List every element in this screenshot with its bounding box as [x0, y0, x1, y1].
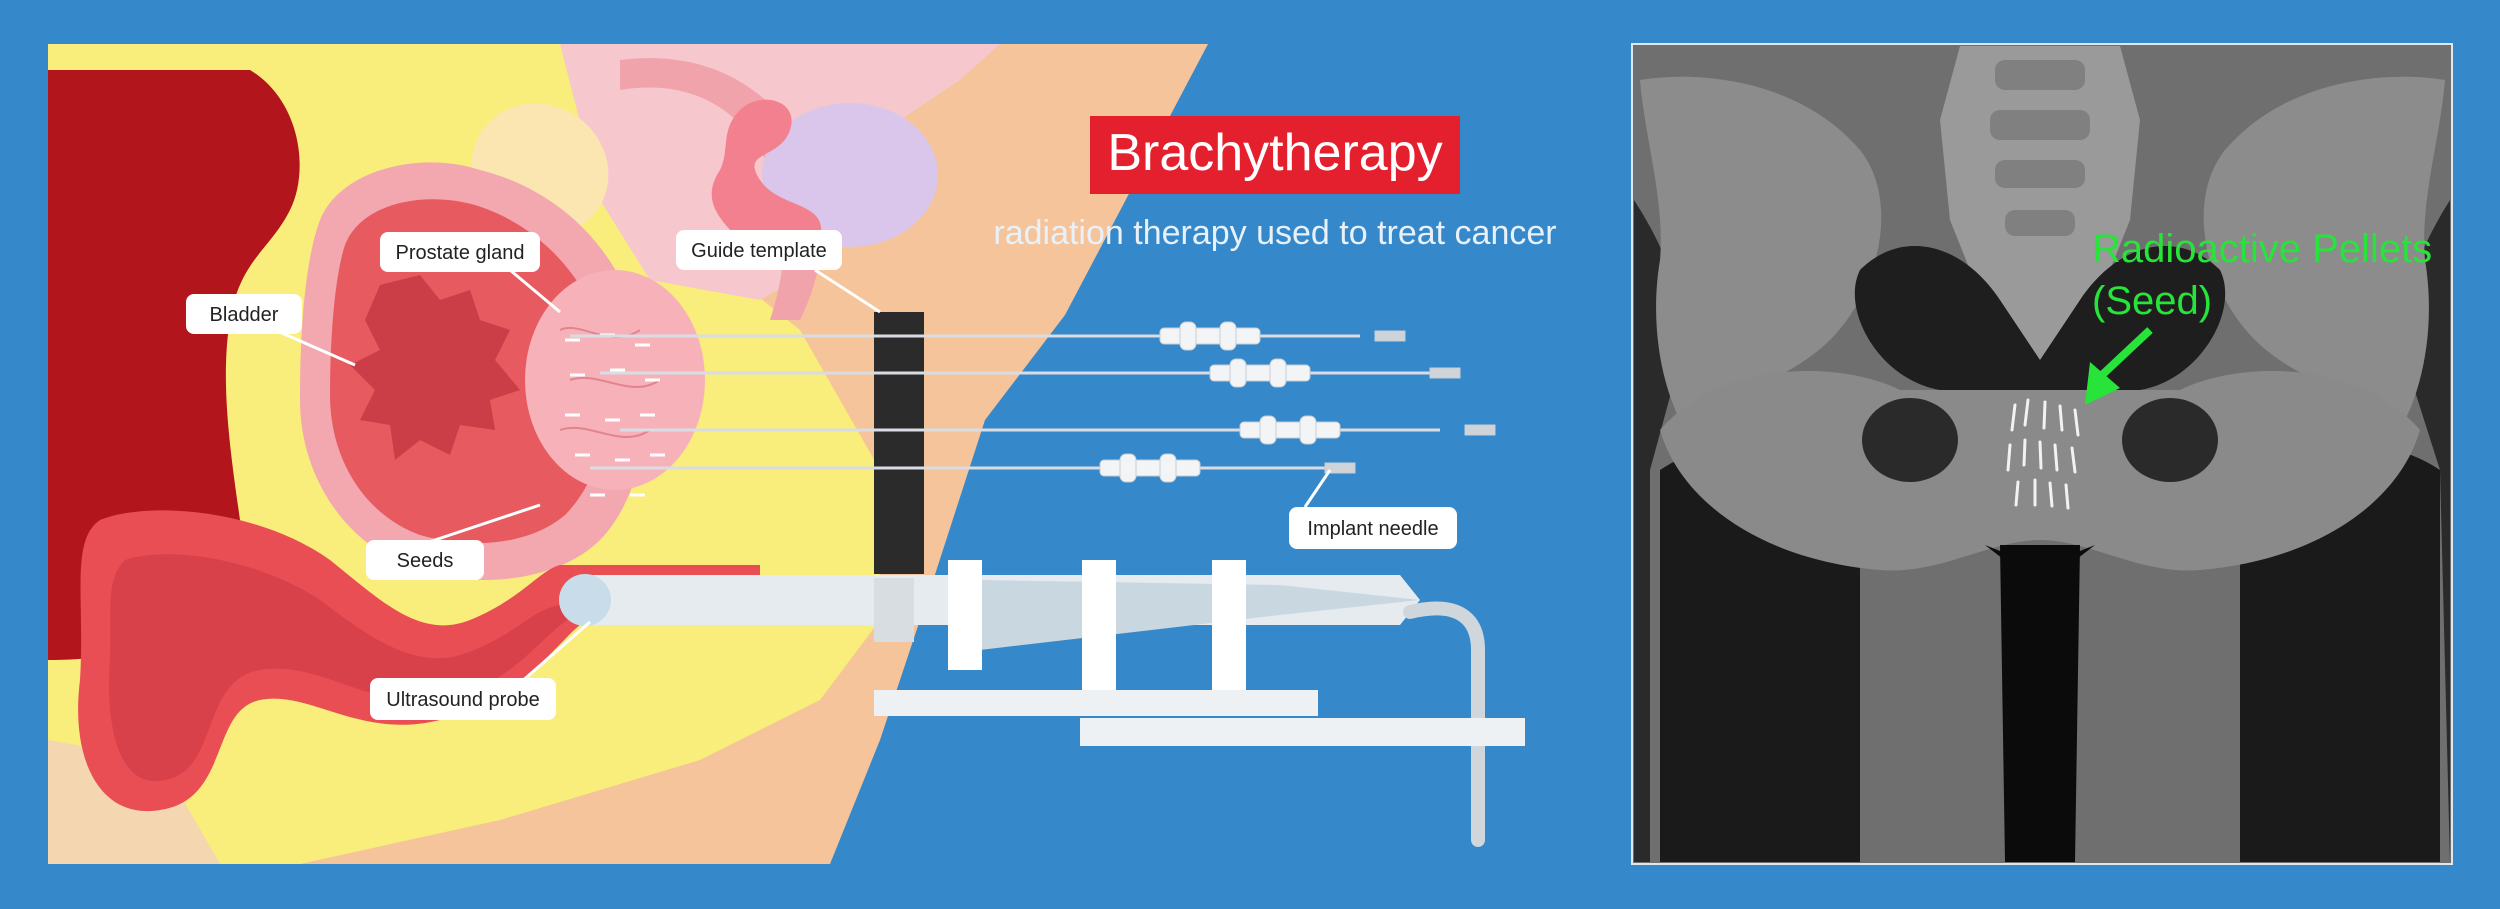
ultrasound-probe [559, 560, 1525, 847]
label-ultrasound-text: Ultrasound probe [386, 689, 539, 711]
anatomy-panel: Prostate gland Guide template Bladder Se… [48, 44, 1557, 864]
label-seeds-text: Seeds [397, 550, 454, 572]
xray-annotation-line2: (Seed) [2092, 279, 2212, 323]
xray-left-obturator [1862, 398, 1958, 482]
label-needle: Implant needle [1289, 507, 1457, 549]
rectum-wall-dark [48, 70, 300, 660]
xray-perineum [2000, 545, 2080, 862]
xray-pubic-notch [1985, 545, 2095, 572]
label-bladder: Bladder [186, 294, 302, 334]
xray-pelvic-inlet [1854, 246, 2226, 390]
xray-annotation-line1: Radioactive Pellets [2092, 227, 2432, 271]
intestine-coil [711, 99, 822, 259]
subtitle: radiation therapy used to treat cancer [993, 214, 1556, 252]
needle-hubs [1099, 321, 1496, 483]
xray-right-obturator [2122, 398, 2218, 482]
xray-left-ilium [1640, 76, 1882, 420]
guide-template [874, 312, 924, 574]
label-seeds: Seeds [366, 540, 484, 580]
bladder-tissue [350, 275, 520, 460]
xray-vertebrae [1990, 60, 2090, 236]
xray-pelvic-ring [1660, 370, 2420, 571]
label-prostate-text: Prostate gland [396, 242, 525, 264]
label-needle-text: Implant needle [1307, 518, 1438, 540]
xray-annotation-arrow [2085, 327, 2153, 405]
title-background [1090, 116, 1460, 194]
title: Brachytherapy [1107, 124, 1442, 182]
xray-seeds [2006, 398, 2080, 510]
label-guide-text: Guide template [691, 240, 827, 262]
label-guide: Guide template [676, 230, 842, 270]
probe-stand-upper [874, 690, 1318, 716]
label-ultrasound: Ultrasound probe [370, 678, 556, 720]
label-prostate: Prostate gland [380, 232, 540, 272]
label-bladder-text: Bladder [210, 304, 279, 326]
probe-stand-lower [1080, 718, 1525, 746]
prostate-gland [525, 270, 705, 490]
leader-lines [274, 268, 1332, 685]
xray-right-ilium [2203, 76, 2445, 420]
xray-panel: Radioactive Pellets (Seed) [1631, 43, 2453, 865]
